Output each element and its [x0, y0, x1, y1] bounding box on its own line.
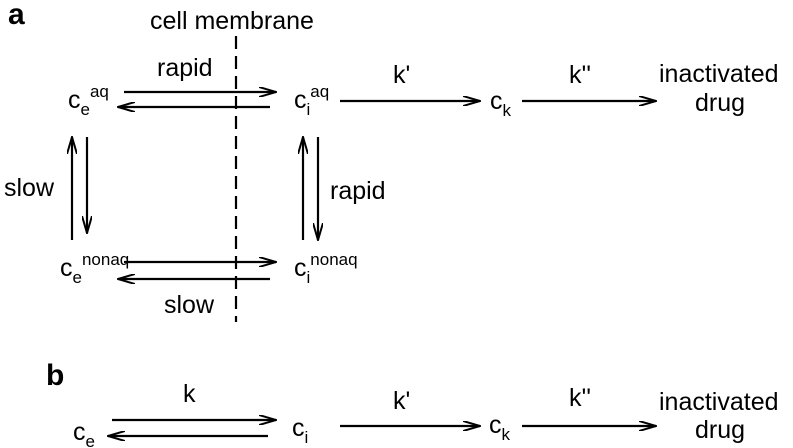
ci-node: ci — [292, 414, 308, 447]
ci-aq-node: ciaq — [294, 82, 329, 119]
rate-label-rapid-top: rapid — [157, 54, 213, 82]
ce-aq-node: ceaq — [68, 82, 109, 119]
ck-node-b: ck — [489, 411, 511, 444]
rate-label-kprime-b: k' — [393, 387, 410, 415]
rate-label-slow-left: slow — [4, 174, 55, 202]
inactivated-drug-label-b-line2: drug — [695, 416, 745, 444]
rate-label-rapid-right: rapid — [330, 177, 386, 205]
rate-label-kdoubleprime-b: k'' — [569, 384, 591, 412]
rate-label-kdoubleprime-a: k'' — [569, 61, 591, 89]
rate-label-kprime-a: k' — [393, 61, 410, 89]
cell-membrane-label: cell membrane — [150, 7, 314, 35]
ce-node: ce — [73, 418, 95, 448]
panel-b-label: b — [46, 359, 64, 392]
rate-label-k: k — [183, 380, 196, 408]
panel-a-label: a — [8, 0, 25, 31]
rate-label-slow-bottom: slow — [164, 291, 215, 319]
inactivated-drug-label-a-line1: inactivated — [659, 60, 779, 88]
inactivated-drug-label-b-line1: inactivated — [659, 388, 779, 416]
ck-node-a: ck — [490, 87, 512, 120]
ci-nonaq-node: cinonaq — [294, 250, 358, 287]
inactivated-drug-label-a-line2: drug — [695, 89, 745, 117]
ce-nonaq-node: cenonaq — [60, 250, 129, 287]
